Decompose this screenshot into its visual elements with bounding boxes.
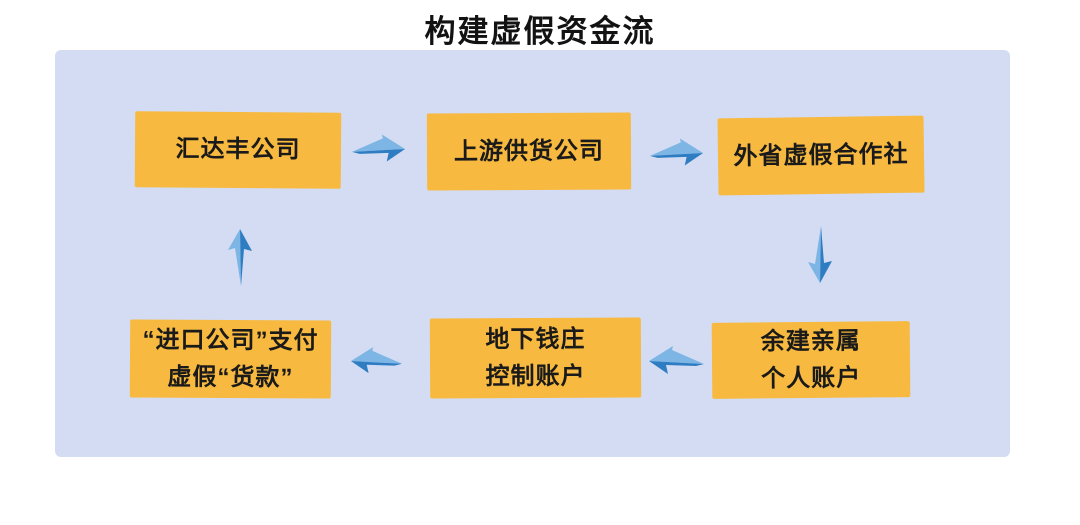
node-label: 汇达丰公司 (175, 135, 301, 164)
arrow-up-icon (226, 228, 254, 286)
node-fake-cooperative: 外省虚假合作社 (717, 115, 925, 196)
diagram-title: 构建虚假资金流 (424, 14, 656, 49)
node-import-company-payment: “进口公司”支付 虚假“货款” (129, 319, 332, 399)
arrow-left-icon (350, 347, 402, 375)
arrow-right-icon (650, 138, 704, 168)
node-label-line: “进口公司”支付 (142, 326, 319, 355)
diagram-panel: 汇达丰公司 上游供货公司 外省虚假合作社 “进口公司”支付 虚假“货款” 地下钱… (55, 50, 1010, 457)
node-label: 外省虚假合作社 (733, 140, 909, 171)
node-upstream-supplier: 上游供货公司 (426, 112, 632, 191)
node-label-line: 余建亲属 (760, 327, 861, 356)
arrow-right-icon (352, 134, 406, 164)
node-label: 上游供货公司 (453, 137, 605, 166)
arrow-left-icon (648, 346, 704, 376)
node-relatives-personal-account: 余建亲属 个人账户 (711, 321, 911, 399)
arrow-down-icon (806, 226, 834, 284)
node-huidafeng-company: 汇达丰公司 (134, 111, 342, 189)
node-label-line: 个人账户 (761, 364, 862, 393)
node-label-line: 控制账户 (485, 362, 586, 391)
node-label-line: 虚假“货款” (167, 363, 294, 392)
node-underground-bank-account: 地下钱庄 控制账户 (429, 317, 642, 399)
node-label-line: 地下钱庄 (485, 325, 586, 354)
